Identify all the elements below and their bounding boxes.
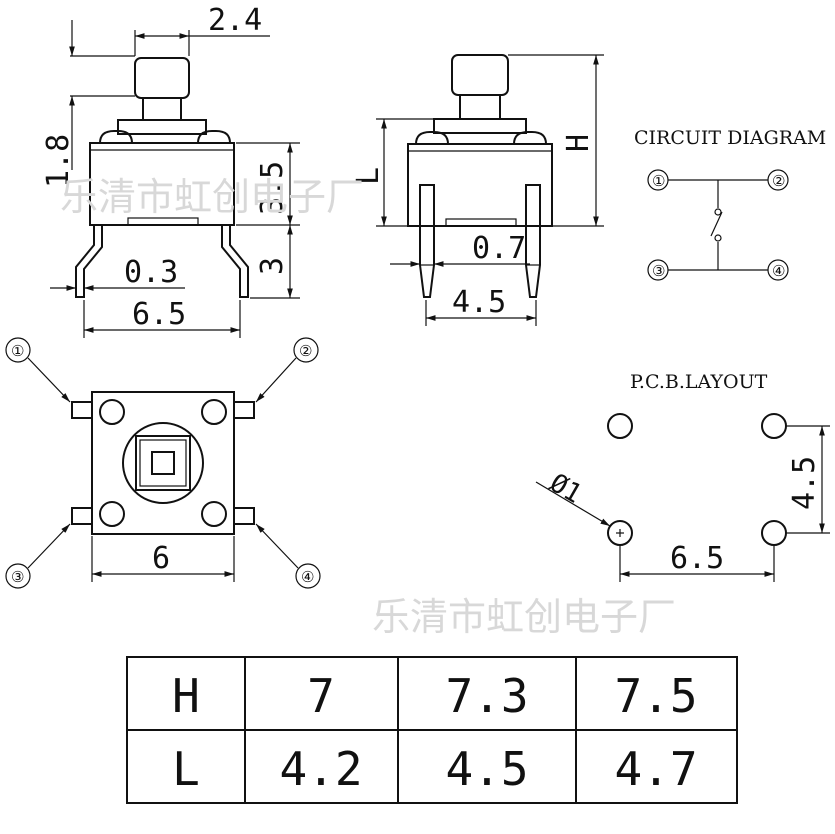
size-table: H 7 7.3 7.5 L 4.2 4.5 4.7 <box>126 656 738 804</box>
dim-stem-height: 1.8 <box>41 134 76 188</box>
pcb-title: P.C.B.LAYOUT <box>630 371 768 393</box>
table-row-h-label: H <box>172 669 200 723</box>
dim-pin-pitch: 4.5 <box>452 285 506 320</box>
table-row-l-value-3: 4.7 <box>614 742 697 796</box>
top-pin-3: ③ <box>11 568 24 586</box>
circuit-pin-3: ③ <box>652 262 665 280</box>
top-pin-4: ④ <box>301 568 314 586</box>
front-view: 2.4 1.8 3.5 3 0.3 6.5 <box>41 3 300 338</box>
circuit-pin-2: ② <box>772 172 785 190</box>
table-row-l-value-2: 4.5 <box>445 742 528 796</box>
table-row-h-value-2: 7.3 <box>445 669 528 723</box>
dim-pin-width: 0.7 <box>472 231 526 266</box>
watermark-top: 乐清市虹创电子厂 <box>60 175 364 219</box>
side-view: H L 0.7 4.5 <box>351 54 604 326</box>
pcb-vertical-pitch: 4.5 <box>787 456 822 510</box>
circuit-diagram: CIRCUIT DIAGRAM ① ② ③ ④ <box>634 127 826 281</box>
top-view: ① ② ③ ④ 6 <box>5 337 321 589</box>
watermark-bottom: 乐清市虹创电子厂 <box>372 595 676 639</box>
pcb-layout: P.C.B.LAYOUT Ø1 4.5 6.5 <box>535 371 830 582</box>
dim-body-width: 6 <box>152 541 170 576</box>
dim-body-height: 3.5 <box>255 161 290 215</box>
circuit-pin-4: ④ <box>772 262 785 280</box>
circuit-title: CIRCUIT DIAGRAM <box>634 127 826 149</box>
dim-lead-length: 3 <box>255 257 290 275</box>
pcb-hole-diameter: Ø1 <box>545 468 587 510</box>
dim-length-l: L <box>351 167 386 185</box>
dim-height-h: H <box>561 134 596 152</box>
circuit-pin-1: ① <box>652 172 665 190</box>
table-row-h-value-1: 7 <box>307 669 335 723</box>
table-row-h-value-3: 7.5 <box>614 669 697 723</box>
dim-actuator-width: 2.4 <box>208 3 262 38</box>
top-pin-2: ② <box>299 342 312 360</box>
dim-lead-thickness: 0.3 <box>124 255 178 290</box>
dim-lead-span: 6.5 <box>132 297 186 332</box>
table-row-l-value-1: 4.2 <box>279 742 362 796</box>
top-pin-1: ① <box>11 342 24 360</box>
table-row-l-label: L <box>172 742 200 796</box>
pcb-horizontal-pitch: 6.5 <box>670 541 724 576</box>
